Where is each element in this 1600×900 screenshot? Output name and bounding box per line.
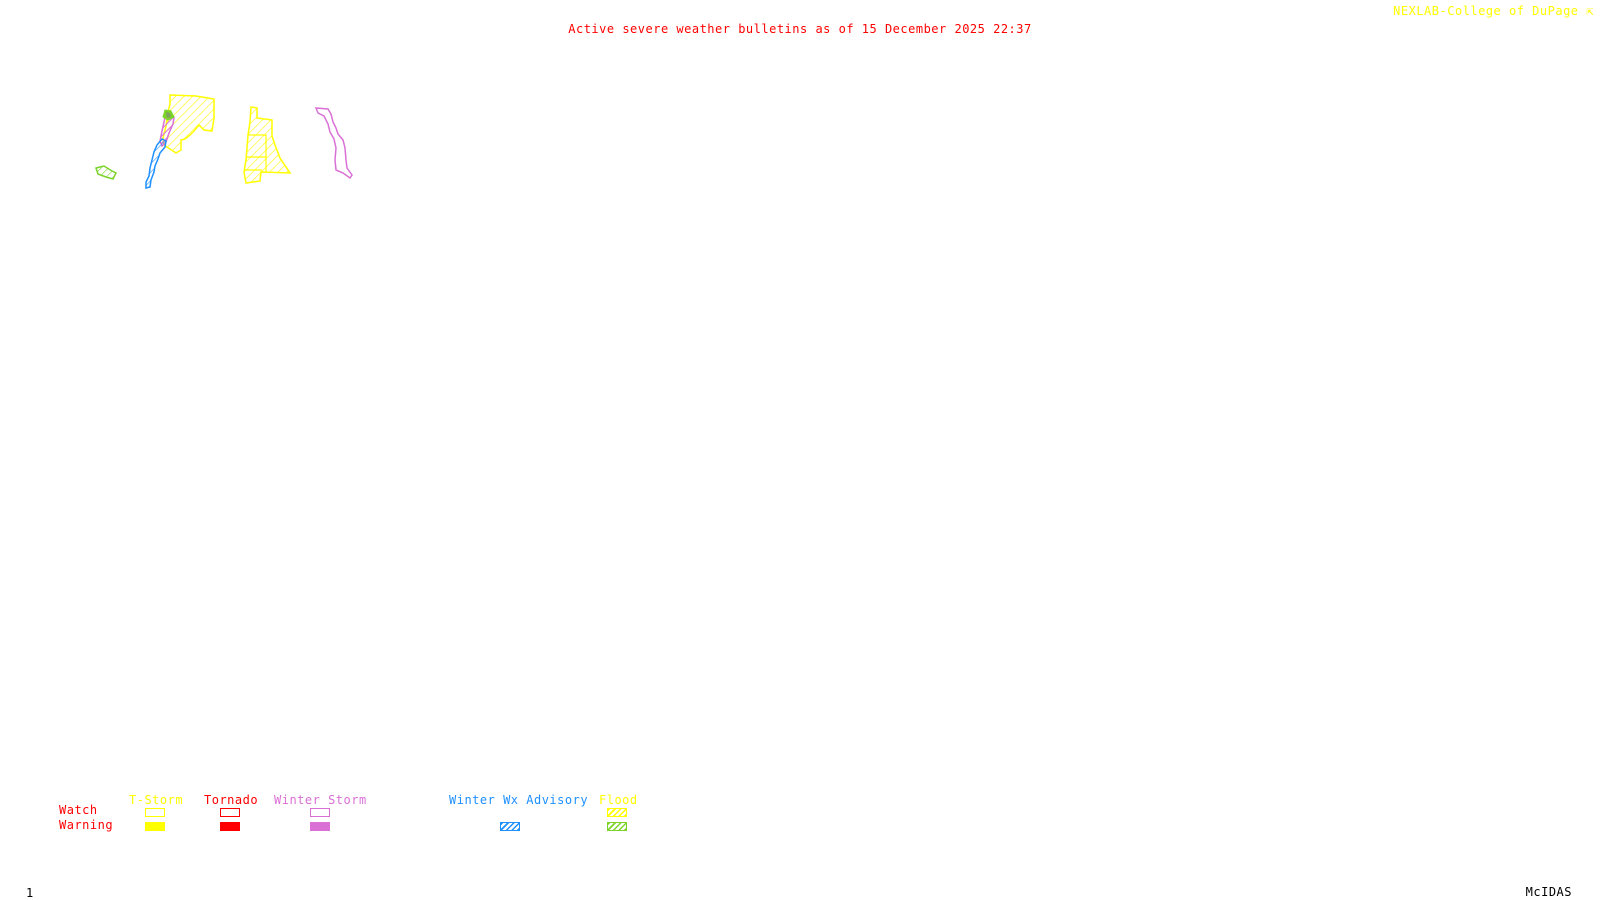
swatch-winter-storm-warning: [310, 822, 330, 831]
legend-header-flood: Flood: [599, 793, 638, 807]
legend-row-warning: Warning: [59, 818, 114, 832]
cursor-arrow-icon: ⇱: [1586, 4, 1594, 18]
swatch-tstorm-warning: [145, 822, 165, 831]
flood-warning-area-small-inner: [166, 112, 171, 118]
flood-warning-area-west: [95, 165, 118, 180]
legend-header-winter-advisory: Winter Wx Advisory: [449, 793, 589, 807]
swatch-winter-advisory: [500, 822, 520, 831]
software-label: McIDAS: [1525, 885, 1572, 899]
tstorm-watch-area-central: [243, 106, 292, 184]
swatch-winter-storm-watch: [310, 808, 330, 817]
swatch-flood-watch: [607, 808, 627, 817]
legend-row-watch: Watch: [59, 803, 98, 817]
credit-text: NEXLAB-College of DuPage: [1393, 4, 1579, 18]
winter-storm-watch-area: [314, 107, 353, 180]
swatch-flood-warning: [607, 822, 627, 831]
frame-number: 1: [26, 886, 34, 900]
winter-advisory-area: [145, 138, 167, 189]
page-title: Active severe weather bulletins as of 15…: [568, 22, 1032, 36]
swatch-tornado-warning: [220, 822, 240, 831]
legend-header-winter-storm: Winter Storm: [274, 793, 367, 807]
legend-header-tstorm: T-Storm: [129, 793, 184, 807]
credit-label: NEXLAB-College of DuPage ⇱: [1393, 4, 1594, 18]
swatch-tstorm-watch: [145, 808, 165, 817]
legend-header-tornado: Tornado: [204, 793, 259, 807]
swatch-tornado-watch: [220, 808, 240, 817]
